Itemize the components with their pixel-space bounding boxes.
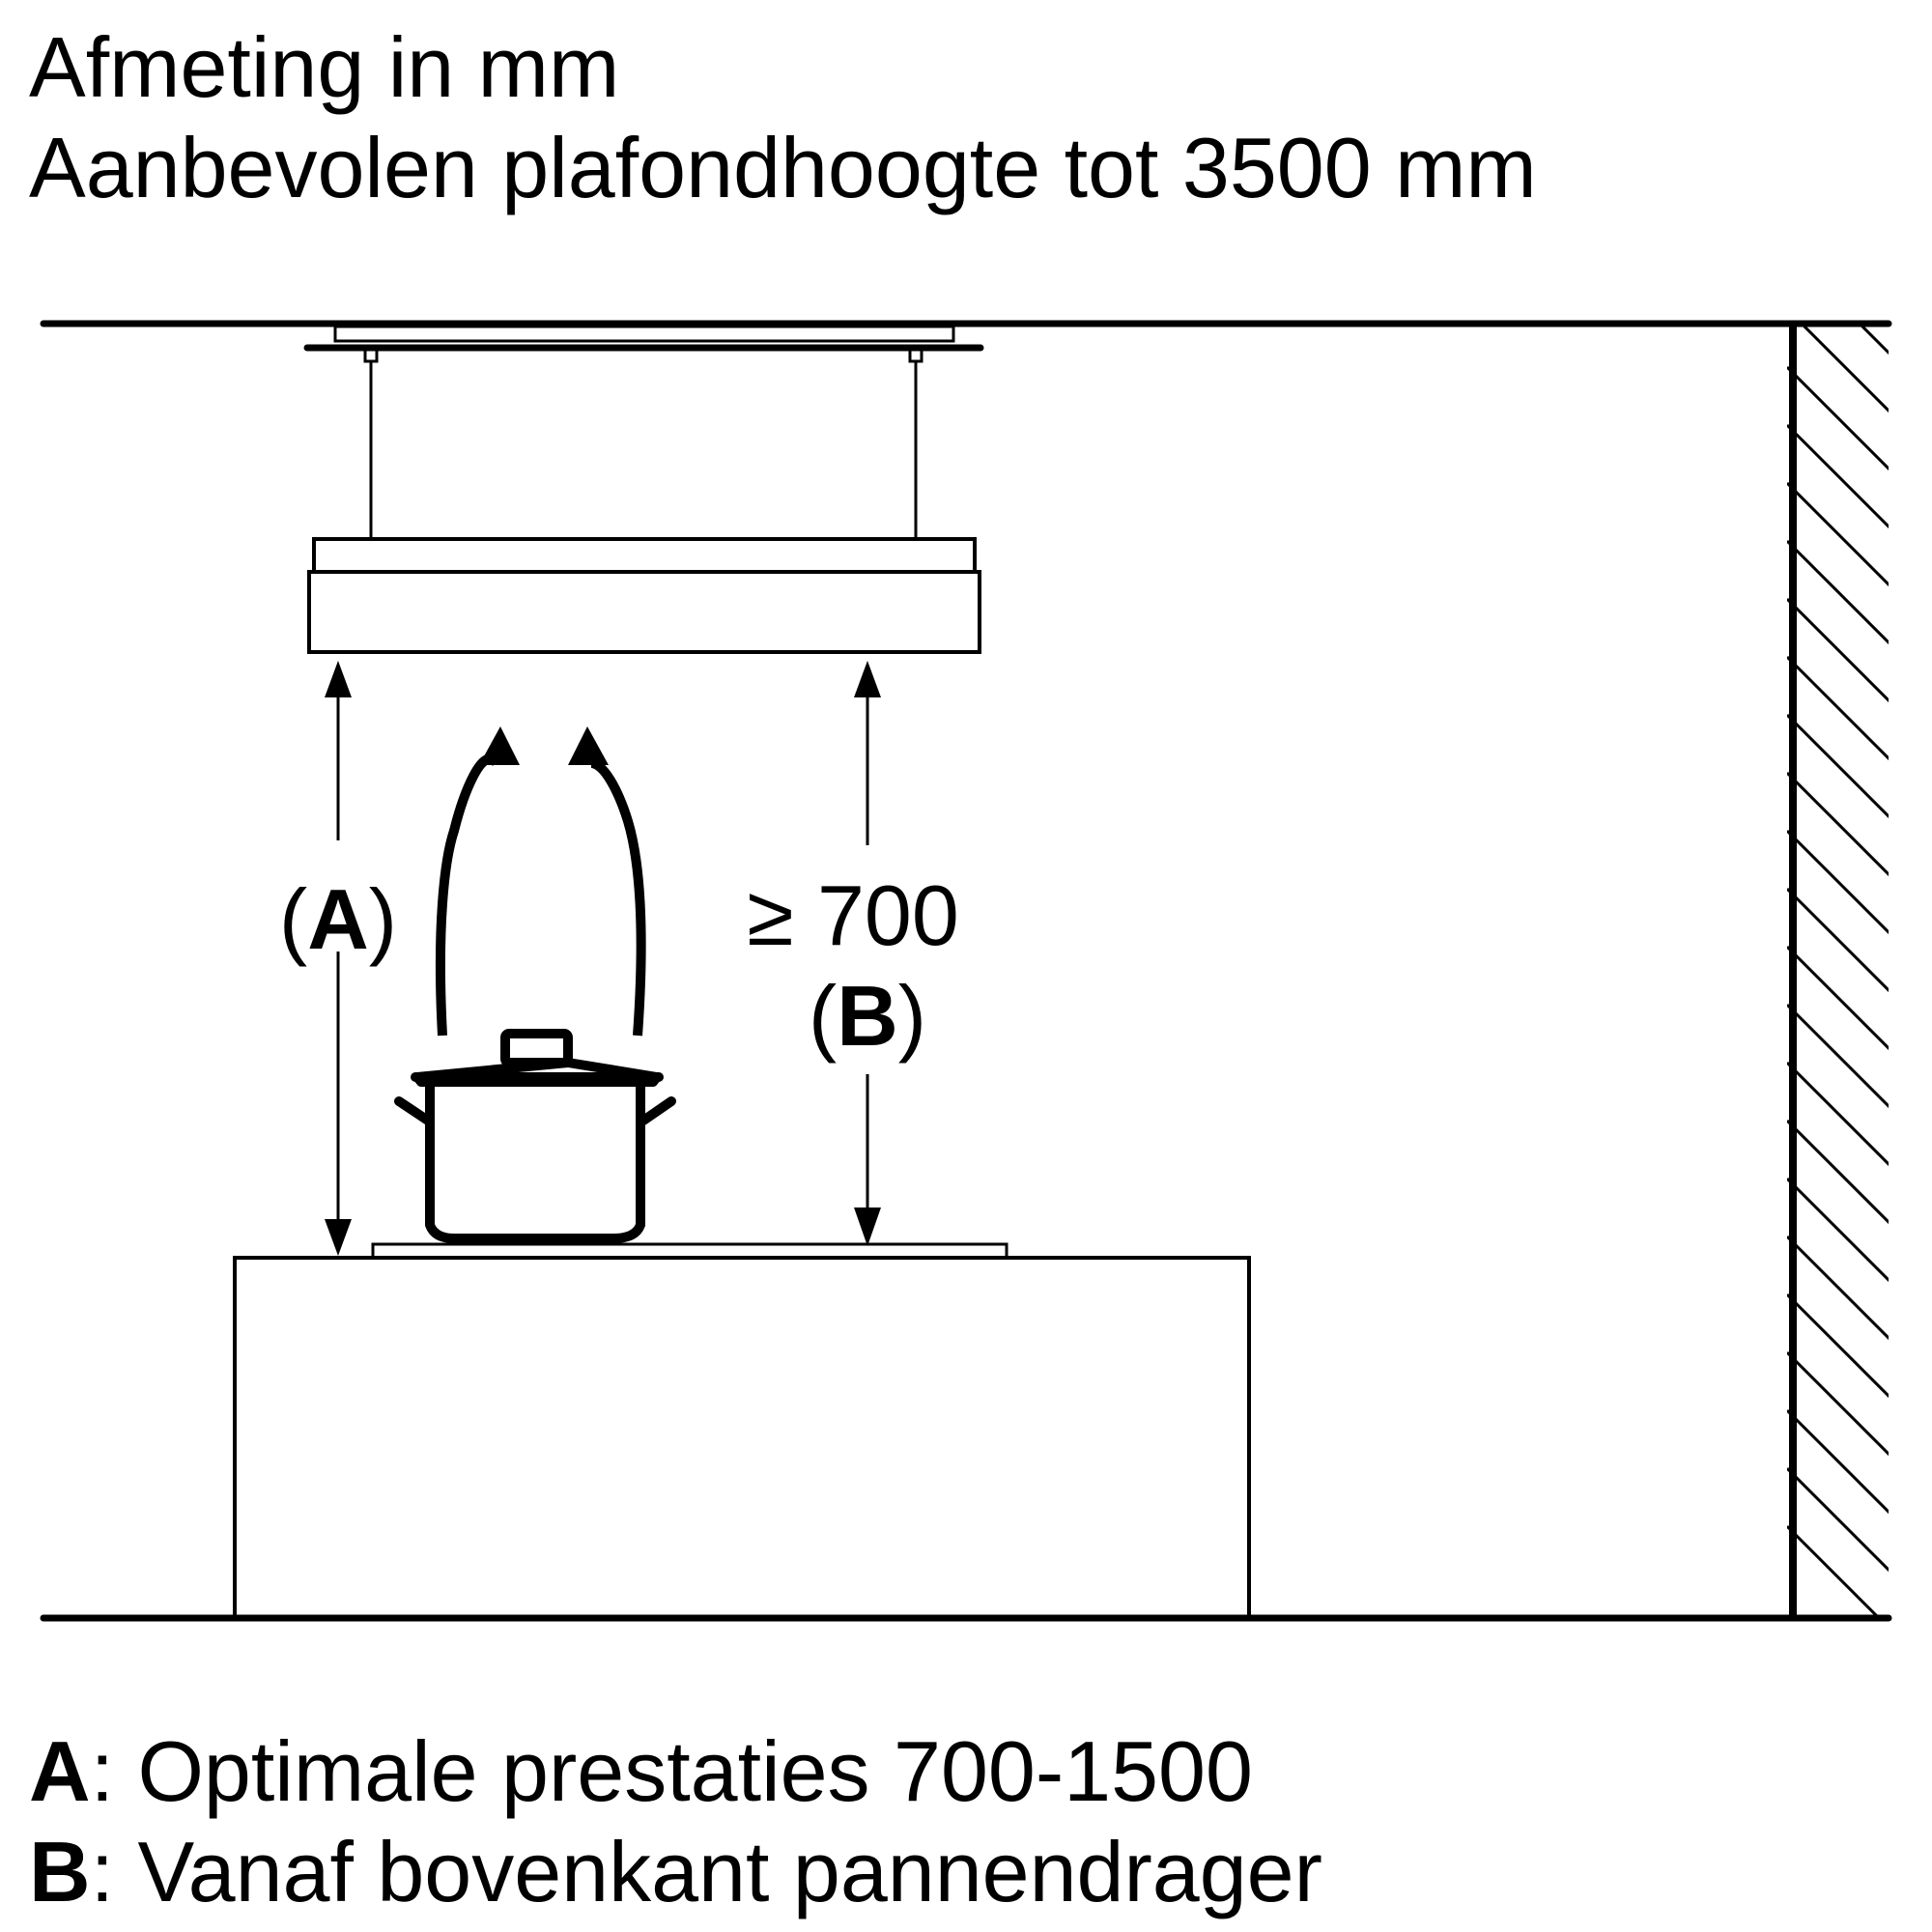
dimension-a bbox=[325, 661, 352, 1256]
cooker-hood bbox=[307, 537, 981, 654]
legend-a-key: A bbox=[29, 1723, 91, 1819]
legend-a: A: Optimale prestaties 700-1500 bbox=[29, 1729, 1253, 1814]
dimension-b-label: (B) bbox=[809, 968, 926, 1064]
legend-b-text: : Vanaf bovenkant pannendrager bbox=[90, 1824, 1322, 1919]
dimension-b bbox=[854, 661, 881, 1246]
cooking-pot bbox=[394, 1029, 676, 1243]
legend-b: B: Vanaf bovenkant pannendrager bbox=[29, 1830, 1322, 1915]
hob bbox=[371, 1242, 1009, 1260]
legend-a-text: : Optimale prestaties 700-1500 bbox=[90, 1723, 1253, 1819]
dimension-b-value: ≥ 700 bbox=[747, 867, 959, 963]
kitchen-cabinet bbox=[233, 1256, 1251, 1620]
steam-arrow-right bbox=[568, 726, 646, 1037]
steam-arrow-left bbox=[435, 726, 520, 1037]
header-line-2: Aanbevolen plafondhoogte tot 3500 mm bbox=[29, 120, 1537, 215]
dimension-a-label: (A) bbox=[279, 871, 397, 967]
legend-b-key: B bbox=[29, 1824, 91, 1919]
ceiling-mount bbox=[303, 325, 984, 537]
wall-hatching bbox=[1787, 327, 1889, 1618]
header-line-1: Afmeting in mm bbox=[29, 19, 620, 115]
